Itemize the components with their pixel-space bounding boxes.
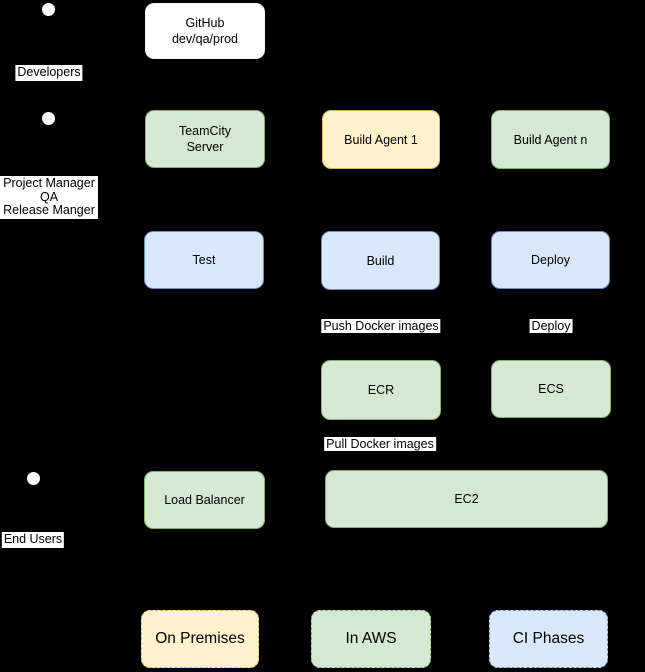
node-ecs: ECS	[491, 360, 611, 418]
edge-label-push-docker-images: Push Docker images	[321, 319, 441, 333]
legend-on-premises: On Premises	[141, 610, 259, 668]
legend-in-aws: In AWS	[311, 610, 431, 668]
developers-actor-icon	[41, 3, 55, 16]
end-users-label: End Users	[1, 532, 65, 548]
node-build-agent-n: Build Agent n	[491, 110, 610, 169]
node-github-line2: dev/qa/prod	[171, 32, 239, 46]
node-teamcity-line2: Server	[186, 140, 224, 154]
node-ec2: EC2	[325, 470, 608, 528]
node-load-balancer: Load Balancer	[144, 471, 265, 529]
node-build: Build	[321, 231, 440, 290]
node-teamcity-server: TeamCity Server	[145, 110, 265, 168]
node-test: Test	[144, 231, 264, 289]
node-teamcity-line1: TeamCity	[178, 124, 232, 138]
developers-label: Developers	[15, 65, 83, 81]
legend-ci-phases: CI Phases	[489, 610, 608, 668]
project-manager-label-line3: Release Manger	[3, 203, 95, 218]
project-manager-label-line1: Project Manager	[3, 176, 95, 190]
node-github-line1: GitHub	[185, 16, 225, 30]
node-deploy: Deploy	[491, 231, 610, 289]
project-manager-label-line2: QA	[39, 189, 59, 204]
edge-label-deploy: Deploy	[529, 319, 573, 333]
project-manager-label: Project Manager QA Release Manger	[0, 176, 98, 219]
end-users-actor-icon	[26, 471, 40, 485]
project-manager-actor-icon	[41, 111, 55, 125]
node-build-agent-1: Build Agent 1	[322, 110, 440, 169]
node-ecr: ECR	[321, 360, 441, 420]
edge-label-pull-docker-images: Pull Docker images	[324, 437, 436, 451]
node-github: GitHub dev/qa/prod	[145, 3, 265, 59]
